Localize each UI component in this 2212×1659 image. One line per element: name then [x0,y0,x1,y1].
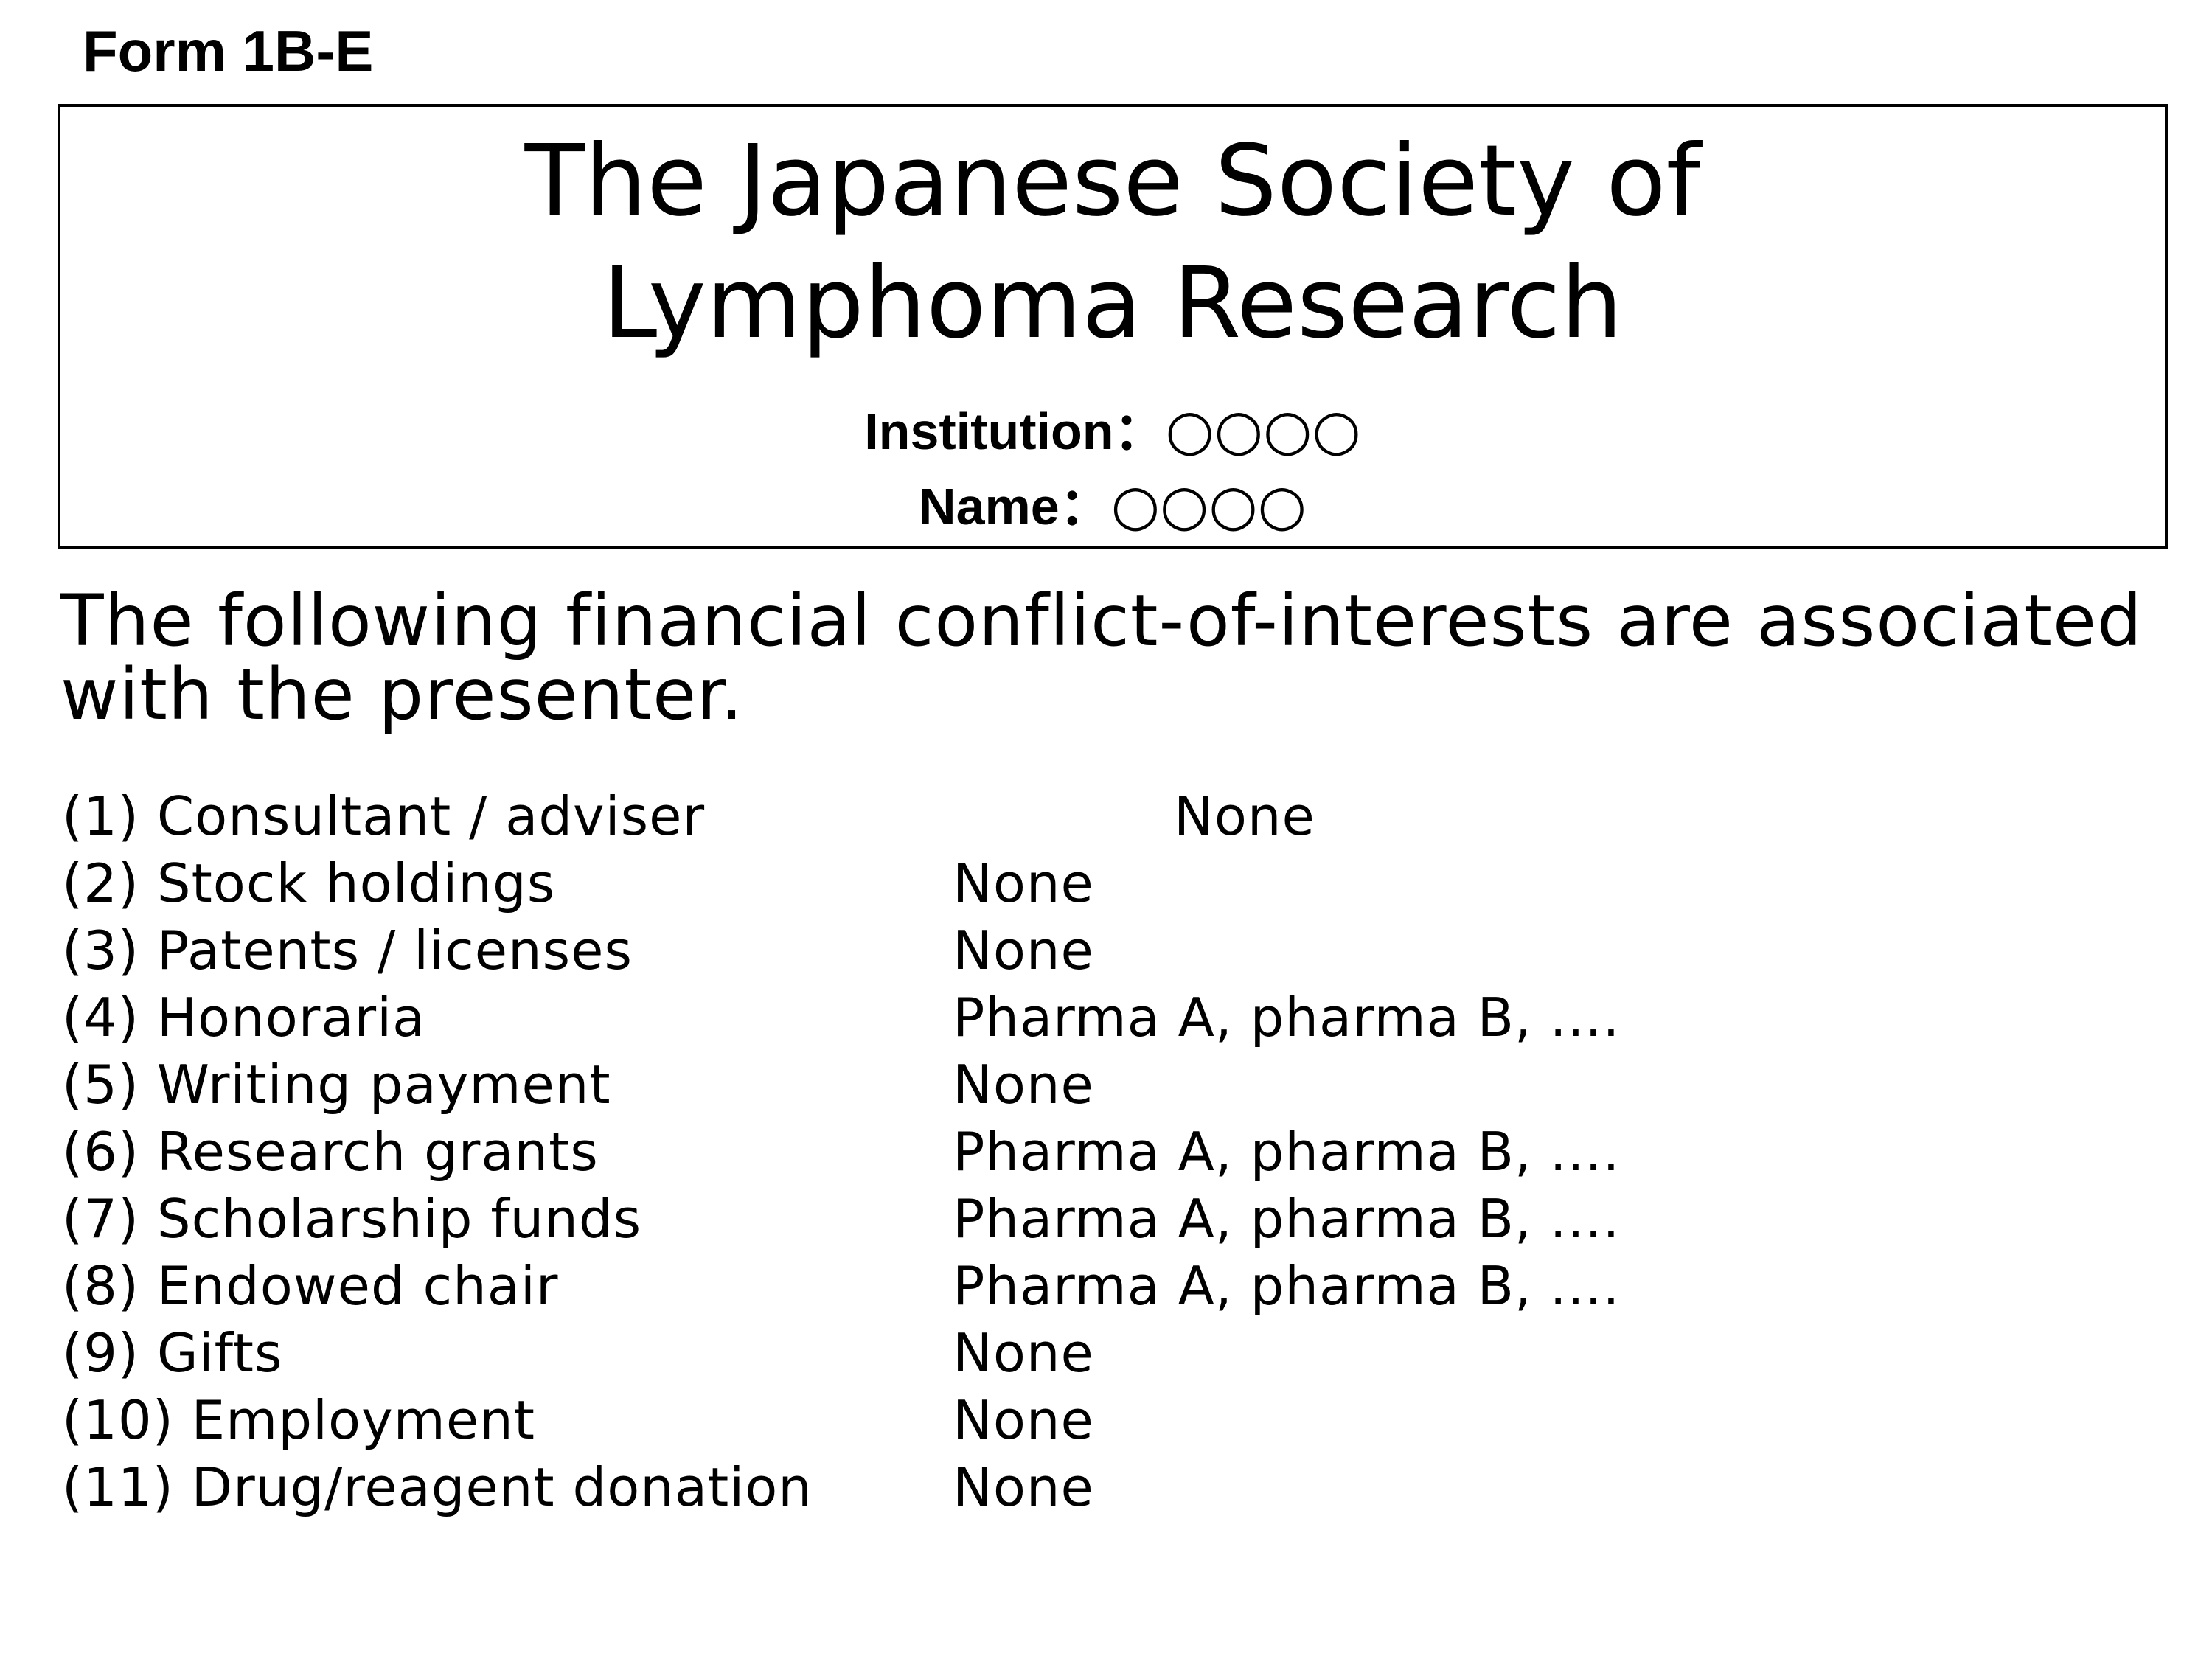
coi-row: (9) Gifts None [62,1320,2126,1387]
coi-item-label: (8) Endowed chair [62,1255,559,1317]
society-title-line-2: Lymphoma Research [602,247,1623,361]
coi-item-label: (11) Drug/reagent donation [62,1456,813,1518]
coi-item-label: (7) Scholarship funds [62,1188,642,1250]
society-title: The Japanese Society of Lymphoma Researc… [60,120,2165,365]
coi-item-value: Pharma A, pharma B, .... [953,1121,1621,1183]
coi-item-label: (6) Research grants [62,1121,599,1183]
coi-item-label: (4) Honoraria [62,987,426,1048]
coi-item-value: None [1174,785,1315,847]
coi-row: (5) Writing payment None [62,1051,2126,1119]
coi-item-label: (2) Stock holdings [62,852,556,914]
name-label: Name： [919,478,1111,535]
title-box: The Japanese Society of Lymphoma Researc… [58,104,2168,549]
coi-row: (4) Honoraria Pharma A, pharma B, .... [62,984,2126,1051]
coi-item-label: (1) Consultant / adviser [62,785,706,847]
coi-item-value: None [953,1322,1094,1384]
name-line: Name：○○○○ [60,477,2165,533]
coi-item-value: None [953,1389,1094,1451]
society-title-line-1: The Japanese Society of [524,125,1701,238]
coi-intro-text: The following financial conflict-of-inte… [60,580,2143,736]
name-value: ○○○○ [1110,472,1307,538]
coi-row: (8) Endowed chair Pharma A, pharma B, ..… [62,1253,2126,1320]
coi-item-label: (10) Employment [62,1389,535,1451]
institution-line: Institution：○○○○ [60,402,2165,458]
coi-row: (3) Patents / licenses None [62,917,2126,984]
coi-row: (11) Drug/reagent donation None [62,1454,2126,1521]
coi-item-value: Pharma A, pharma B, .... [953,1255,1621,1317]
coi-list: (1) Consultant / adviser None (2) Stock … [62,783,2126,1521]
coi-item-value: Pharma A, pharma B, .... [953,1188,1621,1250]
form-label: Form 1B-E [83,18,374,83]
institution-value: ○○○○ [1165,397,1361,462]
coi-item-value: None [953,919,1094,981]
coi-row: (7) Scholarship funds Pharma A, pharma B… [62,1186,2126,1253]
coi-row: (6) Research grants Pharma A, pharma B, … [62,1119,2126,1186]
coi-item-label: (3) Patents / licenses [62,919,633,981]
coi-row: (10) Employment None [62,1387,2126,1454]
coi-item-value: None [953,1456,1094,1518]
coi-item-value: None [953,1054,1094,1116]
coi-row: (1) Consultant / adviser None [62,783,2126,850]
coi-item-label: (5) Writing payment [62,1054,611,1116]
coi-item-value: Pharma A, pharma B, .... [953,987,1621,1048]
coi-row: (2) Stock holdings None [62,850,2126,917]
coi-item-label: (9) Gifts [62,1322,283,1384]
coi-item-value: None [953,852,1094,914]
institution-label: Institution： [864,403,1166,460]
